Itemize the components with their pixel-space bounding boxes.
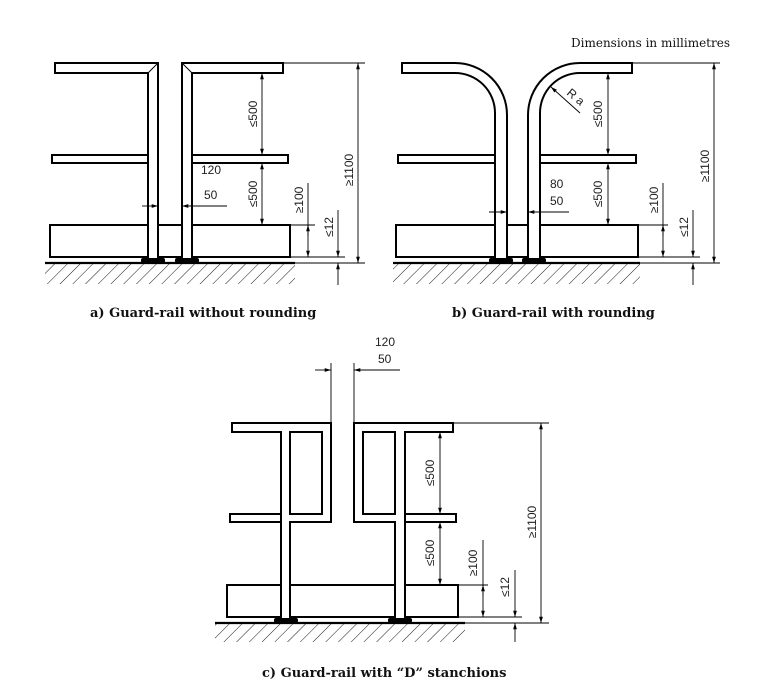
base-plate: [489, 258, 513, 263]
spacing-upper-label: ≤500: [591, 100, 605, 127]
mid-rail-right: [404, 513, 457, 523]
spacing-lower-label: ≤500: [591, 180, 605, 207]
caption-a: a) Guard-rail without rounding: [90, 306, 316, 321]
gap-min-label: 50: [204, 188, 218, 202]
spacing-lower-label: ≤500: [246, 180, 260, 207]
figure-b: R a 80 50 ≤500 ≤500 ≥100 ≤12 ≥1100 b) Gu…: [393, 62, 720, 321]
mid-rail-right: [539, 154, 637, 164]
floor-hatch: [45, 264, 295, 284]
height-label: ≥1100: [525, 505, 539, 538]
mid-rail-right: [191, 154, 289, 164]
toe-board: [49, 224, 291, 258]
base-plate: [175, 258, 199, 263]
spacing-upper-label: ≤500: [423, 459, 437, 486]
gap-max-label: 120: [375, 335, 395, 349]
base-plate: [274, 618, 298, 623]
mid-rail-left: [397, 154, 496, 164]
d-stanchion-opening: [362, 431, 396, 515]
d-stanchion-opening: [289, 431, 323, 515]
height-label: ≥1100: [698, 149, 712, 182]
spacing-lower-label: ≤500: [423, 539, 437, 566]
dimensions-note: Dimensions in millimetres: [571, 36, 730, 50]
caption-c: c) Guard-rail with “D” stanchions: [262, 666, 506, 681]
gap-max-label: 80: [550, 177, 564, 191]
toeboard-label: ≥100: [292, 186, 306, 213]
radius-label: R a: [564, 86, 588, 109]
spacing-upper-label: ≤500: [246, 100, 260, 127]
gap-max-label: 120: [201, 163, 221, 177]
toe-board: [395, 224, 639, 258]
height-label: ≥1100: [342, 153, 356, 186]
floor-gap-label: ≤12: [498, 577, 512, 597]
radius-leader: [550, 86, 581, 114]
gap-min-label: 50: [550, 194, 564, 208]
toeboard-label: ≥100: [466, 549, 480, 576]
mid-rail-left: [51, 154, 149, 164]
base-plate: [522, 258, 546, 263]
base-plate: [141, 258, 165, 263]
base-plate: [388, 618, 412, 623]
floor-hatch: [215, 624, 465, 642]
floor-hatch: [393, 264, 640, 284]
floor-gap-label: ≤12: [677, 217, 691, 237]
gap-min-label: 50: [378, 352, 392, 366]
mid-rail-left: [229, 513, 282, 523]
figure-c: 120 50 ≤500 ≤500 ≥100 ≤12 ≥1100 c) Guard…: [215, 335, 549, 681]
figure-a: 120 50 ≤500 ≤500 ≥100 ≤12 ≥1100 a) Guard…: [45, 62, 365, 321]
toeboard-label: ≥100: [647, 186, 661, 213]
toe-board: [226, 584, 459, 618]
caption-b: b) Guard-rail with rounding: [452, 306, 655, 321]
floor-gap-label: ≤12: [322, 217, 336, 237]
